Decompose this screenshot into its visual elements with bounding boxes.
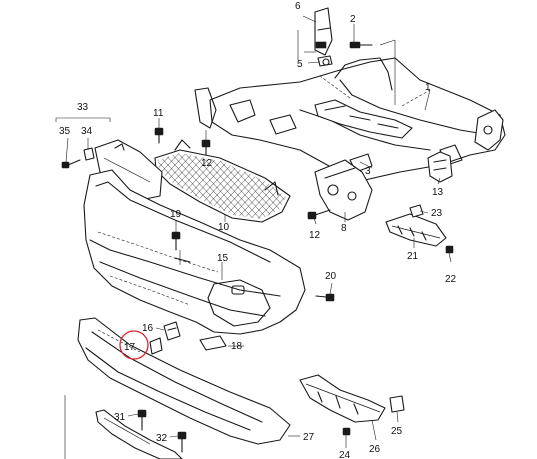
callout-12-upper: 12: [201, 158, 213, 169]
lower-side-bracket: [299, 374, 386, 423]
clip-16: [163, 321, 181, 341]
highlight-circle: [119, 330, 149, 360]
callout-8: 8: [341, 223, 347, 234]
callout-27: 27: [303, 432, 315, 443]
callout-11: 11: [153, 108, 164, 119]
assembly-guide-lines: [64, 15, 452, 459]
side-bracket-13: [427, 151, 453, 183]
callout-5: 5: [297, 59, 303, 70]
lower-spoiler: [77, 317, 291, 445]
screw-24: [342, 427, 351, 436]
callout-2: 2: [350, 14, 356, 25]
callout-32: 32: [156, 433, 168, 444]
callout-26: 26: [369, 444, 381, 455]
bolt-19: [171, 231, 181, 251]
callout-16: 16: [142, 323, 154, 334]
screw-35: [61, 159, 81, 169]
screw-22: [445, 245, 454, 254]
callout-18: 18: [231, 341, 243, 352]
callout-31: 31: [114, 412, 126, 423]
callout-22: 22: [445, 274, 457, 285]
bolt-12-lower: [307, 209, 331, 220]
callout-10: 10: [218, 222, 230, 233]
upper-bracket: [314, 7, 333, 67]
bolt-32: [177, 431, 187, 453]
callout-25: 25: [391, 426, 403, 437]
callout-19: 19: [170, 209, 182, 220]
callout-12-lower: 12: [309, 230, 321, 241]
tow-eye-cover: [199, 335, 227, 351]
callout-6: 6: [295, 1, 301, 12]
callout-33: 33: [77, 102, 89, 113]
callout-20: 20: [325, 271, 337, 282]
bumper-cover: [83, 169, 306, 335]
callout-23: 23: [431, 208, 443, 219]
callout-15: 15: [217, 253, 229, 264]
part-17-clip: [149, 337, 163, 355]
bolt-31: [137, 409, 147, 431]
clip-25: [389, 395, 405, 413]
callout-34: 34: [81, 126, 93, 137]
clip-34: [83, 147, 95, 161]
clip-23: [409, 204, 424, 218]
center-mount-bracket: [314, 159, 373, 221]
callout-1: 1: [425, 82, 431, 93]
bracket-33-brace: [55, 117, 111, 122]
bolt-12-upper: [201, 139, 211, 156]
bolt-2: [349, 41, 373, 49]
callout-24: 24: [339, 450, 351, 459]
callout-17: 17: [124, 342, 136, 353]
callout-13: 13: [432, 187, 444, 198]
bolt-11: [154, 127, 164, 144]
bumper-carrier-beam: [194, 57, 506, 181]
callout-labels: 1 2 3 5 6 8 10 11 12 12 13 15 16 17 18 1…: [59, 1, 457, 459]
callout-3: 3: [365, 166, 371, 177]
bolt-20: [315, 293, 335, 302]
callout-35: 35: [59, 126, 71, 137]
callout-21: 21: [407, 251, 419, 262]
lower-trim-strip: [95, 409, 183, 459]
